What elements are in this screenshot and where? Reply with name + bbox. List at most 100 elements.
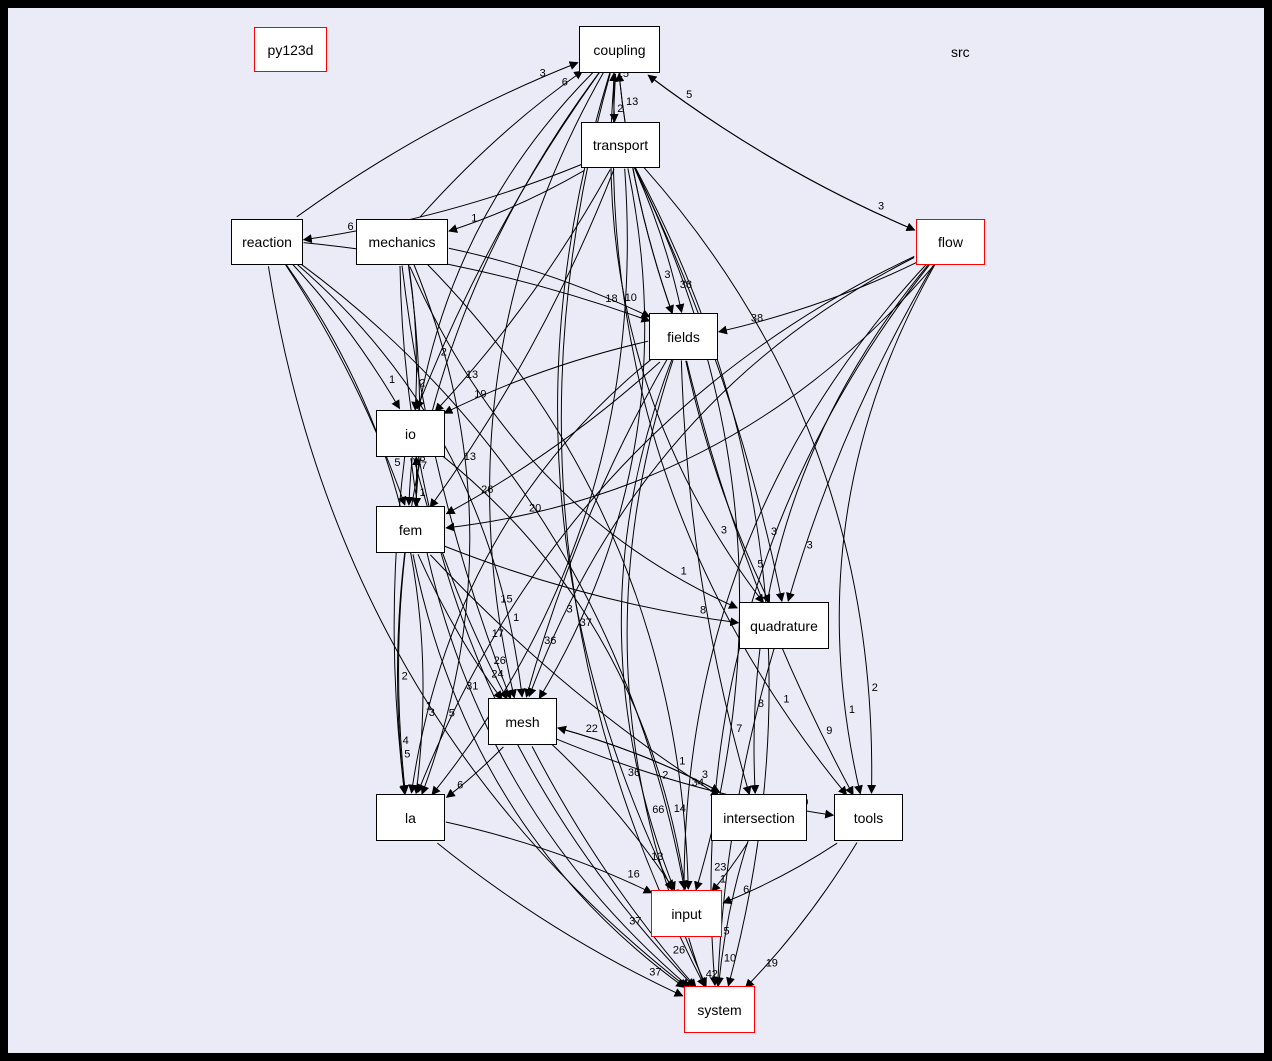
edge-fields-to-la <box>408 358 653 794</box>
node-mesh[interactable]: mesh <box>488 698 557 745</box>
edge-label-coupling-to-tools: 1 <box>783 694 789 706</box>
edge-label-mechanics-to-la: 5 <box>449 708 455 720</box>
edge-reaction-to-mesh <box>296 263 526 698</box>
edge-mechanics-to-quadrature <box>409 266 739 609</box>
edge-transport-to-quadrature <box>634 166 785 603</box>
edge-label-io-to-input: 14 <box>674 803 686 815</box>
edge-tools-to-input <box>722 842 838 905</box>
edge-label-reaction-to-io: 1 <box>389 374 395 386</box>
node-coupling[interactable]: coupling <box>579 26 660 73</box>
edge-label-fields-to-fem: 26 <box>481 484 493 496</box>
edge-reaction-to-coupling <box>296 61 579 218</box>
dependency-graph-canvas: 2332331521361315613813133377231815112610… <box>8 8 1264 1053</box>
node-intersection[interactable]: intersection <box>711 794 807 841</box>
edge-label-fields-to-tools: 9 <box>826 725 832 737</box>
edge-coupling-to-input <box>557 73 673 892</box>
edge-label-transport-to-mechanics: 1 <box>471 213 477 225</box>
edge-input-to-system <box>688 937 707 988</box>
edge-label-flow-to-fem: 20 <box>529 503 541 515</box>
edge-transport-to-system <box>634 167 770 987</box>
node-py123d[interactable]: py123d <box>254 27 327 72</box>
edge-label-fem-to-intersection: 1 <box>679 756 685 768</box>
edge-label-flow-to-intersection: 8 <box>758 698 764 710</box>
edge-label-mesh-to-la: 6 <box>457 780 463 792</box>
edge-label-flow-to-mesh: 3 <box>567 603 573 615</box>
edge-transport-to-fem <box>429 169 615 508</box>
node-mechanics[interactable]: mechanics <box>356 219 448 265</box>
edge-intersection-to-mesh <box>557 725 720 793</box>
edge-transport-to-mesh <box>538 168 646 700</box>
edge-flow-to-intersection <box>750 263 930 795</box>
edge-mechanics-to-la <box>413 264 471 795</box>
edge-fields-to-input <box>620 359 676 891</box>
edge-label-flow-to-quadrature: 3 <box>807 539 813 551</box>
edge-label-io-to-mesh: 26 <box>494 655 506 667</box>
node-io[interactable]: io <box>376 410 445 457</box>
edge-fields-to-io <box>443 340 649 414</box>
node-la[interactable]: la <box>376 794 445 841</box>
edge-mesh-to-input <box>550 743 674 890</box>
edge-fields-to-intersection <box>680 360 752 796</box>
edge-label-intersection-to-system: 10 <box>724 953 736 965</box>
edge-label-mechanics-to-coupling: 6 <box>562 76 568 88</box>
edge-coupling-to-mesh <box>489 72 604 699</box>
edge-label-flow-to-system: 23 <box>714 861 726 873</box>
edge-flow-to-quadrature <box>786 263 935 602</box>
node-tools[interactable]: tools <box>834 794 903 841</box>
edge-fem-to-intersection <box>430 554 720 797</box>
edge-label-coupling-to-transport: 2 <box>617 103 623 115</box>
edge-label-transport-to-fields: 38 <box>680 279 692 291</box>
edge-reaction-to-io <box>291 263 400 410</box>
edge-flow-to-fem <box>445 266 933 532</box>
edge-label-mesh-to-intersection: 3 <box>702 769 708 781</box>
edge-label-reaction-to-fields: 18 <box>605 293 617 305</box>
edge-label-reaction-to-coupling: 3 <box>540 68 546 80</box>
edge-label-flow-to-input: 34 <box>692 777 704 789</box>
node-reaction[interactable]: reaction <box>231 219 303 265</box>
edge-transport-to-fields <box>633 166 685 314</box>
edge-label-intersection-to-input: 1 <box>720 874 726 886</box>
edge-transport-to-input <box>634 167 741 891</box>
node-flow[interactable]: flow <box>916 219 985 265</box>
edge-intersection-to-input <box>711 842 749 893</box>
node-system[interactable]: system <box>684 986 755 1033</box>
edge-label-io-to-system: 37 <box>629 916 641 928</box>
edge-transport-to-reaction <box>302 163 582 244</box>
edge-label-mechanics-to-mesh: 17 <box>492 628 504 640</box>
node-fields[interactable]: fields <box>649 313 718 360</box>
edge-label-fem-to-quadrature: 8 <box>700 605 706 617</box>
edge-label-mechanics-to-fields: 10 <box>625 292 637 304</box>
edge-label-mechanics-to-quadrature: 1 <box>681 566 687 578</box>
edge-fem-to-quadrature <box>444 545 740 627</box>
edge-intersection-to-system <box>714 840 749 987</box>
edge-mechanics-to-io <box>408 264 421 411</box>
edge-flow-to-mesh <box>527 257 915 698</box>
edge-label-input-to-system: 42 <box>706 968 718 980</box>
edge-label-intersection-to-mesh: 22 <box>586 723 598 735</box>
edge-fields-to-mesh <box>524 358 668 698</box>
edge-mechanics-to-fields <box>448 247 651 318</box>
edge-io-to-input <box>442 455 689 890</box>
edge-label-coupling-to-system: 13 <box>651 851 663 863</box>
edge-label-transport-to-io: 13 <box>466 369 478 381</box>
edge-label-fem-to-io: 3 <box>420 452 426 464</box>
edge-mechanics-to-system <box>399 265 695 988</box>
edge-flow-to-la <box>416 255 915 794</box>
node-input[interactable]: input <box>651 890 722 937</box>
edge-la-to-system <box>437 842 684 997</box>
node-quadrature[interactable]: quadrature <box>739 602 829 649</box>
edge-label-fields-to-intersection: 7 <box>736 723 742 735</box>
edge-coupling-to-tools <box>612 73 848 796</box>
node-transport[interactable]: transport <box>581 122 660 168</box>
edge-label-transport-to-mesh: 37 <box>580 617 592 629</box>
node-fem[interactable]: fem <box>376 506 445 553</box>
edge-label-coupling-to-input: 36 <box>628 767 640 779</box>
edge-fields-to-quadrature <box>685 360 771 604</box>
graph-title-src: src <box>951 44 970 60</box>
edge-label-la-to-input: 16 <box>628 868 640 880</box>
edge-fem-to-la <box>397 552 409 795</box>
edge-reaction-to-fem <box>284 263 407 506</box>
edge-label-transport-to-tools: 2 <box>872 682 878 694</box>
edge-mesh-to-la <box>445 746 504 798</box>
edge-la-to-input <box>445 821 653 894</box>
